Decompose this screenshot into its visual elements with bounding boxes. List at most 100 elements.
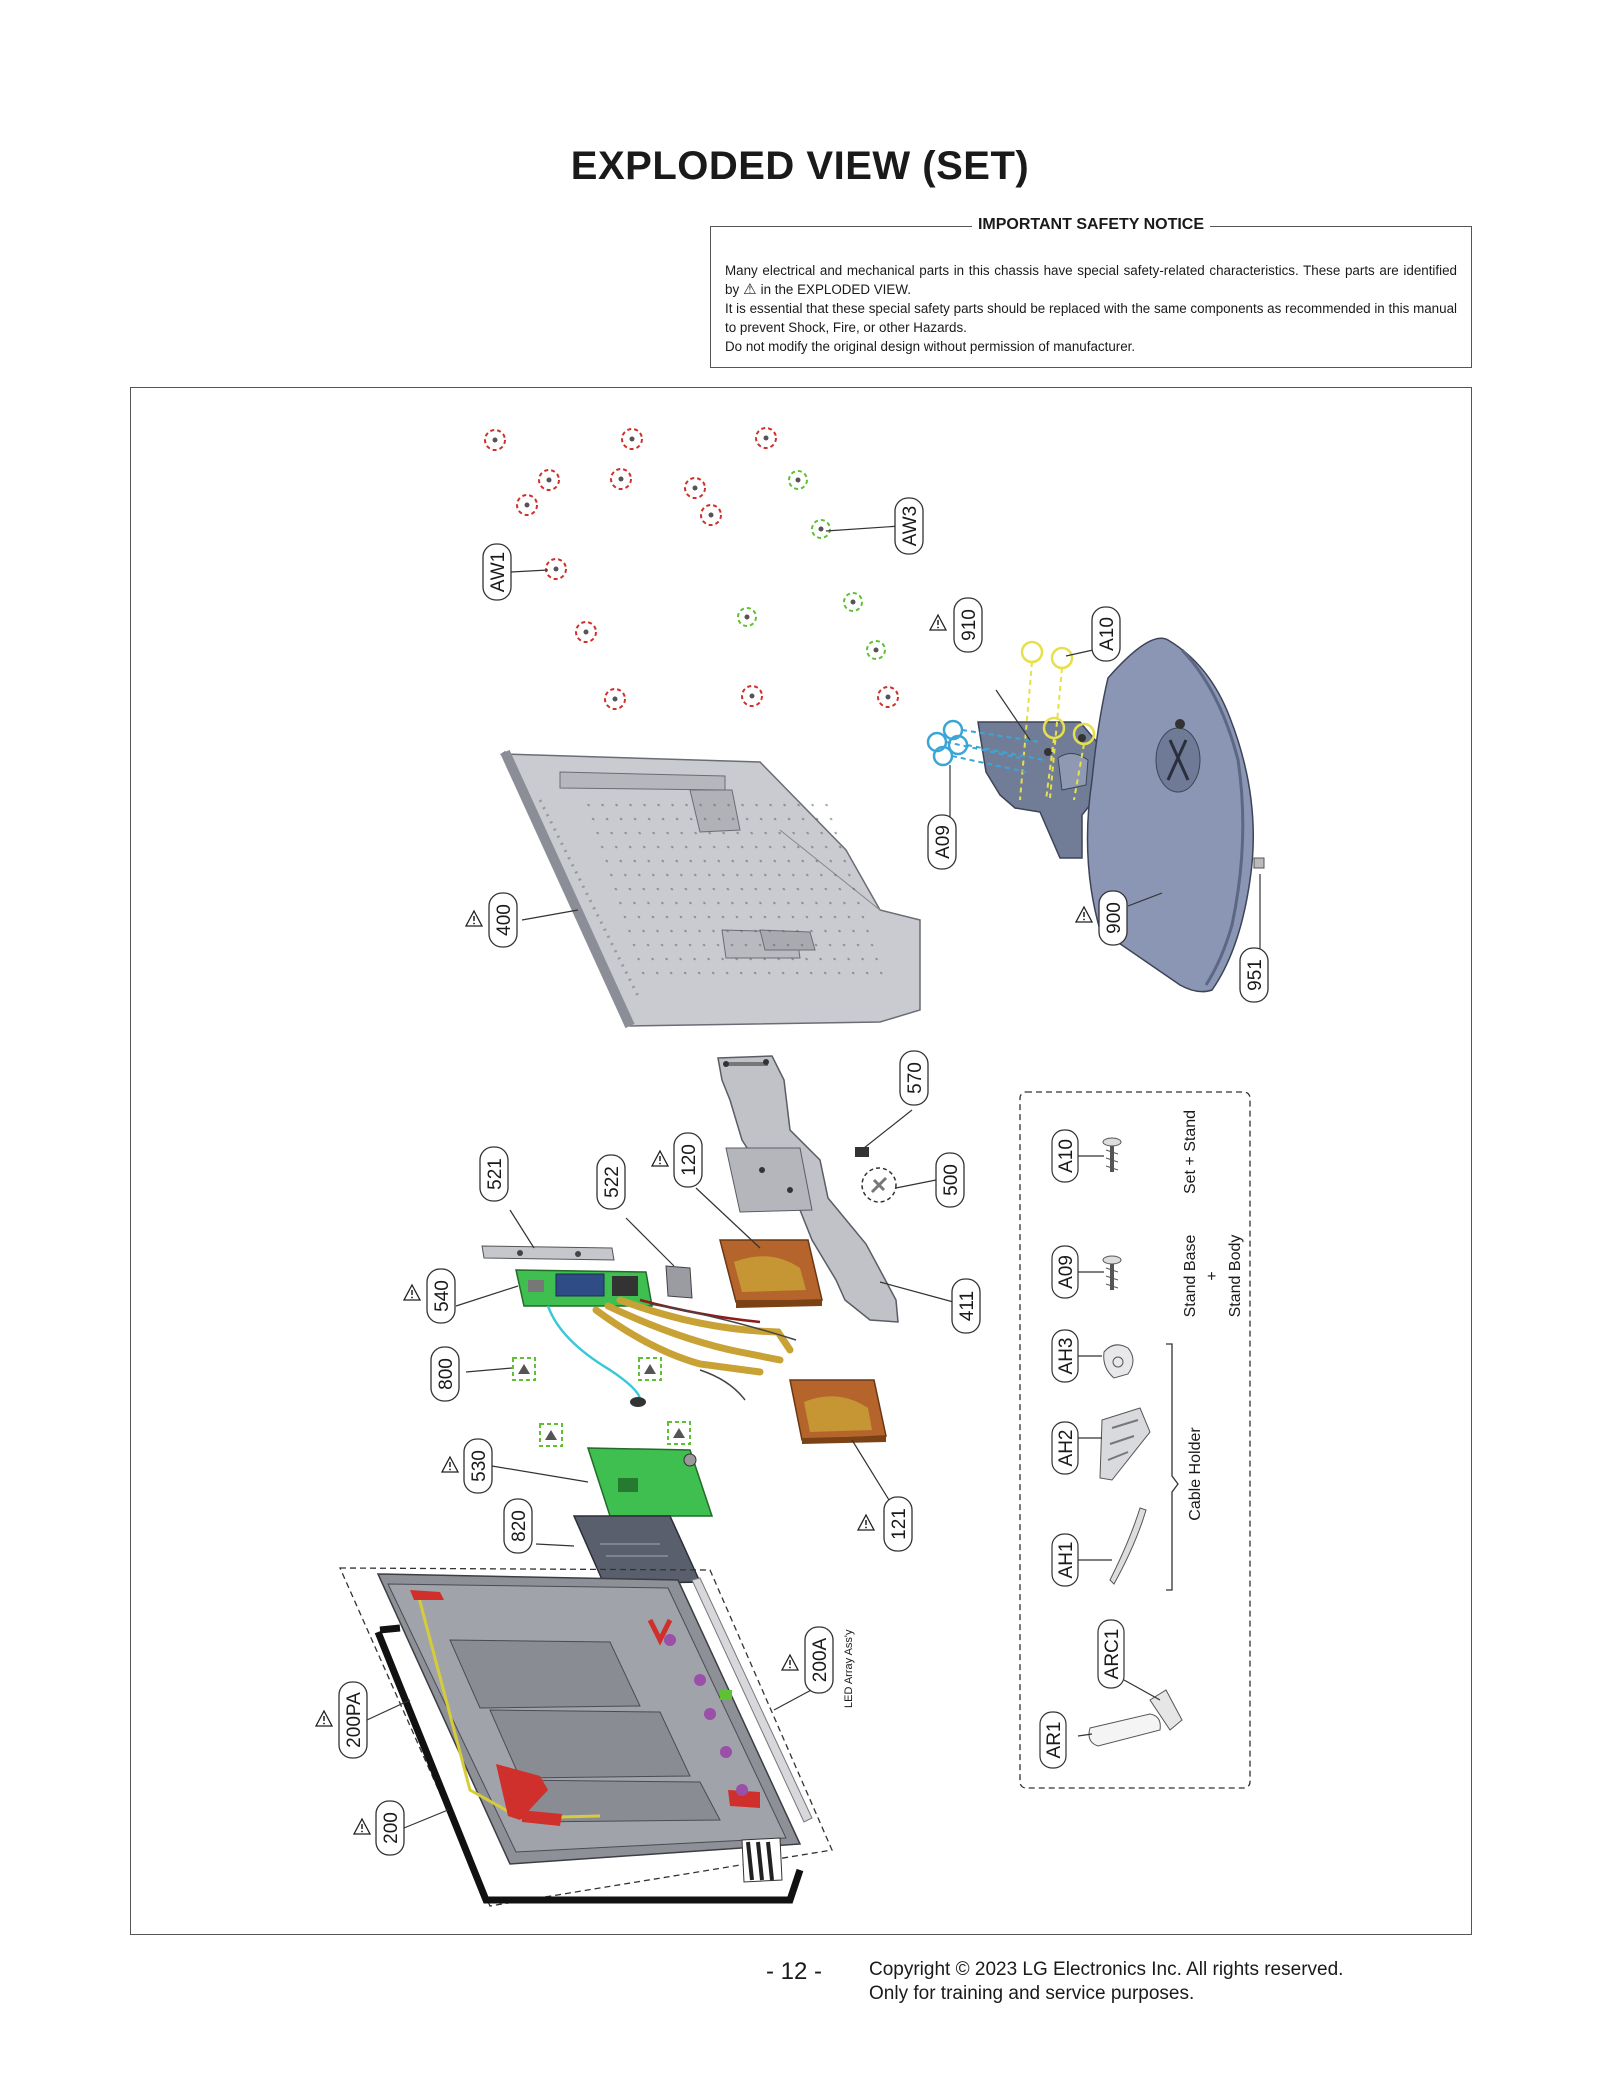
- callout-120: 120: [673, 1132, 703, 1188]
- callout-aw1: AW1: [482, 543, 512, 601]
- callout-400: 400: [488, 892, 518, 948]
- callout-900: 900: [1098, 890, 1128, 946]
- warning-triangle-icon: [781, 1654, 799, 1671]
- part-800-clips: [512, 1357, 691, 1447]
- callout-530-label: 530: [469, 1450, 490, 1482]
- screw-icon: [788, 470, 808, 490]
- callout-951-label: 951: [1245, 959, 1266, 991]
- callout-acc-ah2: AH2: [1051, 1421, 1079, 1475]
- bracket-521: [481, 1245, 615, 1261]
- note-plus: +: [1204, 1271, 1221, 1280]
- led-array-label: LED Array Ass'y: [843, 1629, 855, 1708]
- callout-540: 540: [426, 1268, 456, 1324]
- callout-500: 500: [935, 1152, 965, 1208]
- aw1-screw-group: [484, 427, 899, 710]
- callout-200pa-label: 200PA: [344, 1692, 365, 1748]
- warning-triangle-icon: [857, 1514, 875, 1531]
- callout-820: 820: [503, 1498, 533, 1554]
- callout-aw3: AW3: [894, 497, 924, 555]
- screw-icon: [684, 477, 706, 499]
- safety-notice-paragraph-1: Many electrical and mechanical parts in …: [725, 261, 1457, 299]
- main-board-540: [515, 1269, 653, 1307]
- safety-notice-box: IMPORTANT SAFETY NOTICE Many electrical …: [710, 216, 1472, 368]
- accessory-a09-screw: [1102, 1255, 1122, 1290]
- stand-body-910: [977, 721, 1103, 859]
- stand-base-900: [1086, 637, 1254, 993]
- callout-820-label: 820: [509, 1510, 530, 1542]
- callout-a10: A10: [1091, 606, 1121, 662]
- part-570: [855, 1147, 869, 1157]
- accessory-ah3-clip: [1103, 1344, 1134, 1379]
- note-stand-base: Stand Base: [1182, 1235, 1199, 1318]
- safety-notice-text-1b: in the EXPLODED VIEW.: [760, 282, 911, 297]
- warning-triangle-icon: [403, 1284, 421, 1301]
- callout-acc-ah1-label: AH1: [1056, 1542, 1077, 1579]
- callout-acc-arc1: ARC1: [1097, 1619, 1125, 1689]
- callout-500-label: 500: [941, 1164, 962, 1196]
- callout-570-label: 570: [905, 1062, 926, 1094]
- callout-acc-ah1: AH1: [1051, 1533, 1079, 1587]
- screw-icon: [604, 688, 626, 710]
- callout-910-label: 910: [959, 609, 980, 641]
- callout-570: 570: [899, 1050, 929, 1106]
- callout-acc-a10: A10: [1051, 1129, 1079, 1183]
- callout-acc-ar1-label: AR1: [1044, 1722, 1065, 1759]
- callout-121-label: 121: [889, 1508, 910, 1540]
- callout-200a-label: 200A: [810, 1637, 831, 1682]
- callout-521-label: 521: [485, 1158, 506, 1190]
- warning-triangle-icon: [441, 1456, 459, 1473]
- page-number: - 12 -: [766, 1958, 823, 1985]
- power-board-530: [586, 1447, 714, 1517]
- screw-icon: [621, 428, 643, 450]
- screw-icon: [538, 469, 560, 491]
- callout-800-label: 800: [436, 1358, 457, 1390]
- frame-200pa: [374, 1624, 804, 1904]
- safety-notice-text-1a: Many electrical and mechanical parts in …: [725, 263, 1457, 297]
- copyright-line-1: Copyright © 2023 LG Electronics Inc. All…: [869, 1959, 1344, 1980]
- aw3-screw-group: [737, 470, 886, 660]
- main-bracket-411: [717, 1055, 899, 1323]
- screw-icon: [843, 592, 863, 612]
- screw-icon: [545, 558, 567, 580]
- callout-200: 200: [375, 1800, 405, 1856]
- note-cable-holder: Cable Holder: [1187, 1427, 1204, 1521]
- callout-a09: A09: [927, 814, 957, 870]
- callout-acc-ah2-label: AH2: [1056, 1430, 1077, 1467]
- accessory-a10-screw: [1102, 1137, 1122, 1172]
- cable-harness: [546, 1296, 797, 1407]
- callout-aw3-label: AW3: [900, 506, 921, 546]
- page-title: EXPLODED VIEW (SET): [570, 144, 1030, 188]
- callout-530: 530: [463, 1438, 493, 1494]
- callout-aw1-label: AW1: [488, 552, 509, 592]
- exploded-view-frame: [130, 387, 1472, 1935]
- callout-522-label: 522: [602, 1166, 623, 1198]
- screw-icon: [866, 640, 886, 660]
- led-array-200a: [691, 1577, 813, 1823]
- screw-icon: [610, 468, 632, 490]
- note-stand-body: Stand Body: [1227, 1235, 1244, 1318]
- stand-screw-highlights: [926, 640, 1096, 801]
- callout-400-label: 400: [494, 904, 515, 936]
- part-500-circle: [861, 1167, 897, 1203]
- speaker-bracket-120: [719, 1239, 823, 1308]
- part-951-pad: [1253, 857, 1265, 869]
- screw-icon: [877, 686, 899, 708]
- safety-notice-heading-wrap: IMPORTANT SAFETY NOTICE: [711, 216, 1471, 234]
- callout-a10-label: A10: [1097, 617, 1118, 651]
- screw-icon: [575, 621, 597, 643]
- screw-icon: [811, 519, 831, 539]
- callout-900-label: 900: [1104, 902, 1125, 934]
- callout-800: 800: [430, 1346, 460, 1402]
- callout-acc-ah3-label: AH3: [1056, 1338, 1077, 1375]
- safety-notice-body: Many electrical and mechanical parts in …: [725, 261, 1457, 356]
- warning-triangle-icon: [465, 910, 483, 927]
- warning-triangle-icon: [353, 1818, 371, 1835]
- warning-triangle-icon: [1075, 906, 1093, 923]
- insulator-820: [572, 1515, 702, 1585]
- screw-icon: [741, 685, 763, 707]
- safety-notice-paragraph-2: It is essential that these special safet…: [725, 301, 1457, 335]
- screw-icon: [516, 494, 538, 516]
- screw-icon: [484, 429, 506, 451]
- callout-acc-a10-label: A10: [1056, 1139, 1077, 1173]
